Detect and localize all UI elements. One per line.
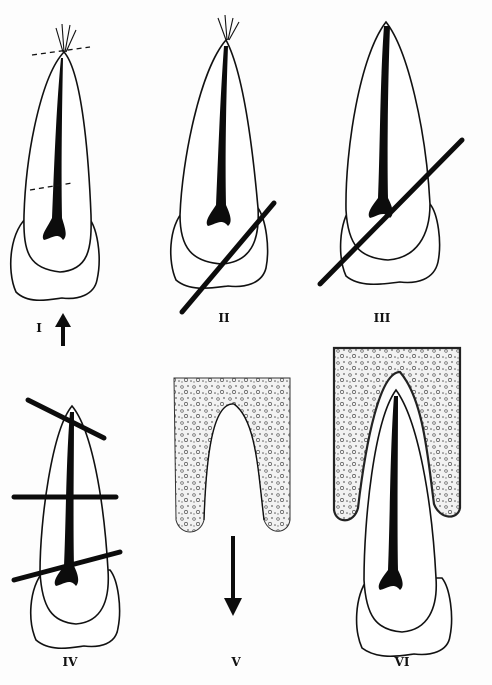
arrow-down-icon [224, 536, 242, 616]
panel-label: VI [394, 655, 410, 669]
panel-label: III [374, 311, 391, 325]
nerve-fibers [56, 24, 76, 52]
stippled-cast [174, 378, 290, 532]
panel-label: V [230, 655, 241, 669]
panel-IV: IV [14, 400, 120, 669]
panel-label: II [218, 311, 230, 325]
arrow-up-icon [55, 313, 71, 346]
panel-I: I [11, 24, 99, 346]
panel-VI: VI [334, 348, 460, 669]
panel-label: IV [63, 655, 79, 669]
dashed-cut-line [32, 47, 90, 55]
panel-III: III [320, 22, 462, 325]
panel-II: II [171, 15, 274, 325]
tooth-root-outline [40, 406, 108, 624]
panel-V: V [174, 378, 290, 669]
nerve-fibers [218, 15, 239, 40]
panel-label: I [36, 321, 42, 335]
